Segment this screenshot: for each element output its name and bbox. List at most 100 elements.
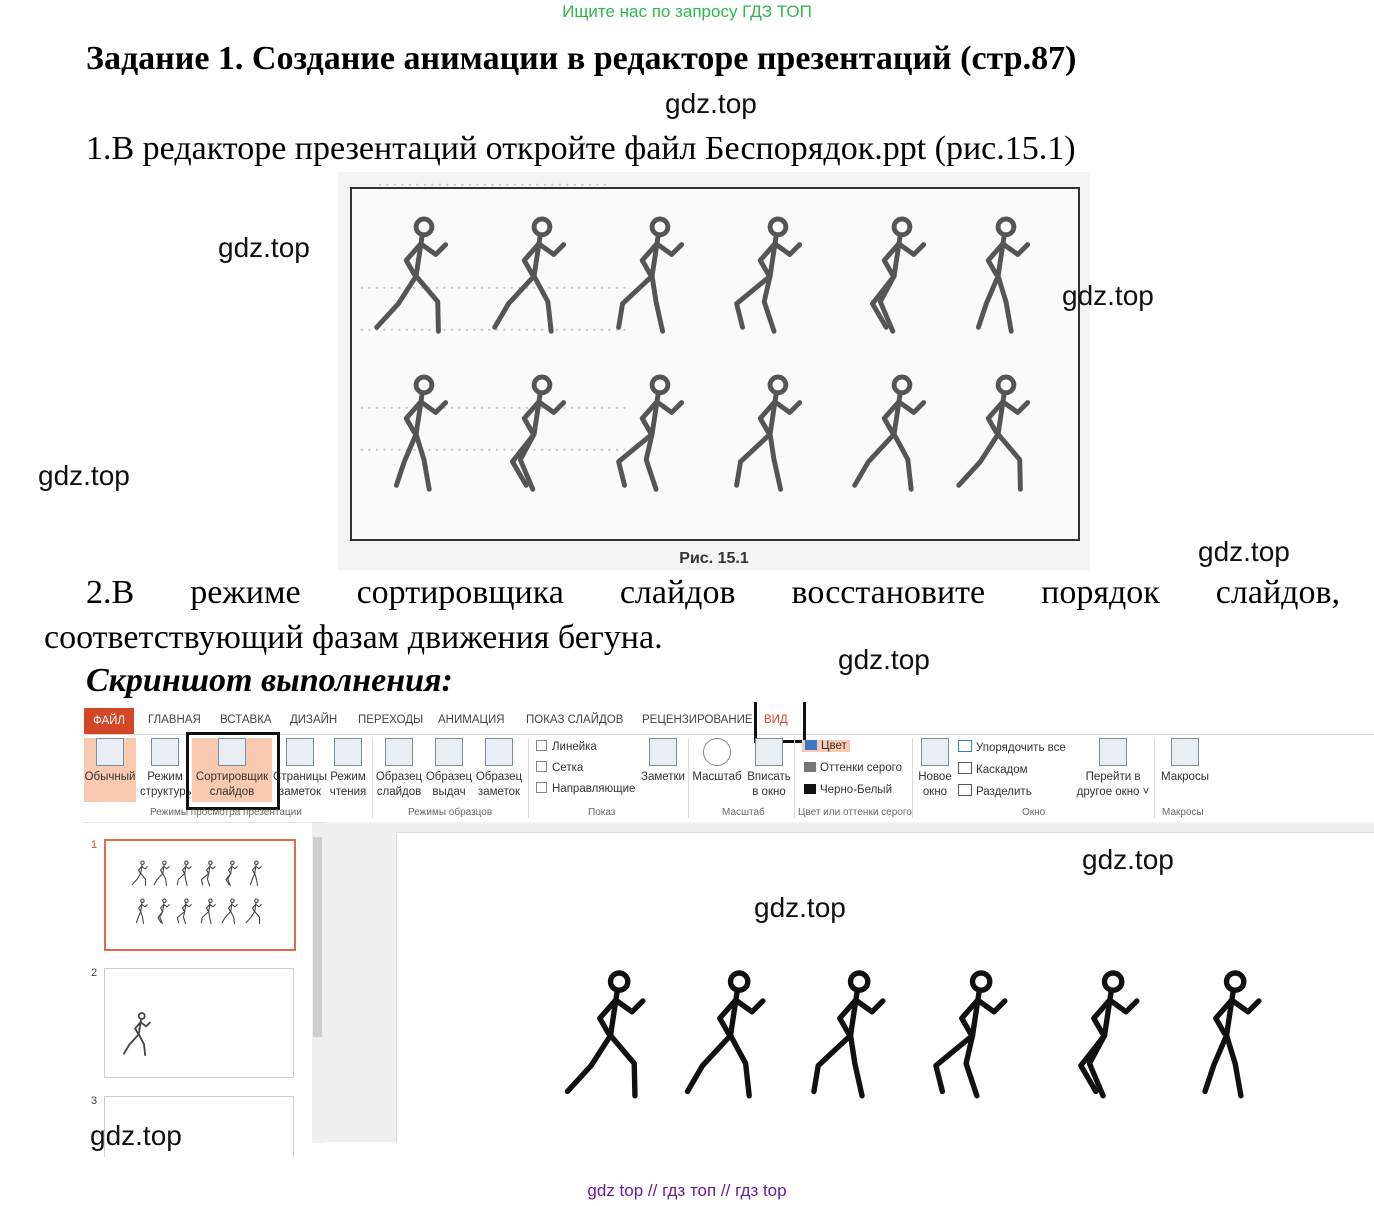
group-separator bbox=[528, 738, 529, 818]
notes-page-button[interactable]: Страницы заметок bbox=[272, 738, 328, 802]
arrange-all-button[interactable]: Упорядочить все bbox=[958, 740, 1066, 754]
normal-view-icon bbox=[96, 738, 124, 766]
slide-runners-illustration bbox=[564, 970, 1262, 1099]
grid-checkbox[interactable]: Сетка bbox=[536, 761, 583, 774]
scrollbar-thumb[interactable] bbox=[313, 837, 322, 1037]
runner-figure bbox=[249, 860, 262, 887]
slide-sorter-button[interactable]: Сортировщик слайдов bbox=[192, 738, 272, 802]
group-label-show: Показ bbox=[588, 807, 616, 818]
step-2-line-1: 2.В режиме сортировщика слайдов восстано… bbox=[86, 574, 1340, 611]
switch-window-button[interactable]: Перейти в другое окно ˅ bbox=[1072, 738, 1154, 802]
tab-animation[interactable]: АНИМАЦИЯ bbox=[438, 714, 505, 726]
bw-mode-button[interactable]: Черно-Белый bbox=[804, 784, 892, 796]
switch-window-icon bbox=[1099, 738, 1127, 766]
ruler-checkbox[interactable]: Линейка bbox=[536, 740, 597, 753]
runner-figure bbox=[975, 216, 1031, 334]
runner-figure bbox=[734, 216, 803, 334]
slide-sorter-highlight bbox=[186, 732, 280, 810]
figure-frame: . . . . . . . . . . . . . . . . . . . . … bbox=[350, 187, 1080, 541]
runner-figure bbox=[245, 898, 262, 925]
runner-figure bbox=[123, 1012, 151, 1057]
normal-view-button[interactable]: Обычный bbox=[84, 738, 136, 802]
tab-insert[interactable]: ВСТАВКА bbox=[220, 714, 272, 726]
runner-figure bbox=[734, 374, 803, 492]
watermark: gdz.top bbox=[754, 892, 846, 923]
outline-view-button[interactable]: Режим структуры bbox=[140, 738, 194, 802]
watermark: gdz.top bbox=[838, 644, 930, 675]
tab-review[interactable]: РЕЦЕНЗИРОВАНИЕ bbox=[642, 714, 753, 726]
top-search-hint[interactable]: Ищите нас по запросу ГДЗ ТОП bbox=[562, 2, 812, 21]
slide-thumbnail-1[interactable] bbox=[104, 839, 296, 951]
tab-view[interactable]: ВИД bbox=[764, 714, 788, 726]
group-label-color: Цвет или оттенки серого bbox=[798, 807, 912, 818]
guides-checkbox[interactable]: Направляющие bbox=[536, 782, 635, 795]
tab-design[interactable]: ДИЗАЙН bbox=[290, 714, 338, 726]
group-label-macros: Макросы bbox=[1162, 807, 1204, 818]
screenshot-label: Скриншот выполнения: bbox=[86, 662, 453, 699]
runner-figure bbox=[200, 860, 216, 887]
grayscale-mode-button[interactable]: Оттенки серого bbox=[804, 762, 902, 774]
runner-figure bbox=[492, 216, 567, 334]
slide-thumbnail-3[interactable] bbox=[104, 1096, 294, 1157]
cascade-icon bbox=[958, 762, 972, 774]
tab-transitions[interactable]: ПЕРЕХОДЫ bbox=[358, 714, 424, 726]
reading-view-button[interactable]: Режим чтения bbox=[326, 738, 370, 802]
step-2-line-2: соответствующий фазам движения бегуна. bbox=[44, 619, 663, 656]
new-window-icon bbox=[921, 738, 949, 766]
runner-figure bbox=[157, 898, 170, 925]
runner-figure bbox=[811, 970, 886, 1099]
notes-master-button[interactable]: Образец заметок bbox=[474, 738, 524, 802]
notes-master-icon bbox=[485, 738, 513, 766]
magnifier-icon bbox=[703, 738, 731, 766]
runner-figure bbox=[852, 374, 927, 492]
macros-icon bbox=[1171, 738, 1199, 766]
slide-thumbnails-panel: 1 2 3 bbox=[84, 822, 324, 1157]
group-separator bbox=[372, 738, 373, 818]
split-icon bbox=[958, 784, 972, 796]
slide-thumbnail-2[interactable] bbox=[104, 968, 294, 1078]
notes-icon bbox=[649, 738, 677, 766]
group-label-views: Режимы просмотра презентации bbox=[150, 807, 302, 818]
current-slide[interactable] bbox=[396, 832, 1374, 1143]
notes-page-icon bbox=[286, 738, 314, 766]
zoom-button[interactable]: Масштаб bbox=[692, 738, 742, 802]
tab-file[interactable]: ФАЙЛ bbox=[84, 708, 134, 734]
handout-master-icon bbox=[435, 738, 463, 766]
color-mode-button[interactable]: Цвет bbox=[802, 740, 850, 752]
runner-figure bbox=[956, 374, 1031, 492]
cascade-button[interactable]: Каскадом bbox=[958, 762, 1028, 776]
runner-figure bbox=[153, 860, 170, 887]
slide-1-runners-preview bbox=[131, 860, 262, 925]
tab-home[interactable]: ГЛАВНАЯ bbox=[148, 714, 201, 726]
tab-slideshow[interactable]: ПОКАЗ СЛАЙДОВ bbox=[526, 714, 624, 726]
macros-button[interactable]: Макросы bbox=[1158, 738, 1212, 802]
task-heading: Задание 1. Создание анимации в редакторе… bbox=[86, 40, 1077, 77]
notes-button[interactable]: Заметки bbox=[640, 738, 686, 802]
runner-figure bbox=[131, 860, 148, 887]
watermark: gdz.top bbox=[1198, 536, 1290, 567]
slide-2-runner-preview bbox=[123, 1012, 151, 1057]
runner-figure bbox=[135, 898, 148, 925]
watermark: gdz.top bbox=[38, 460, 130, 491]
group-separator bbox=[794, 738, 795, 818]
handout-master-button[interactable]: Образец выдач bbox=[424, 738, 474, 802]
runner-figure bbox=[393, 374, 449, 492]
group-label-zoom: Масштаб bbox=[722, 807, 765, 818]
new-window-button[interactable]: Новое окно bbox=[914, 738, 956, 802]
color-swatch-icon bbox=[805, 740, 817, 750]
split-button[interactable]: Разделить bbox=[958, 784, 1032, 798]
fit-window-icon bbox=[755, 738, 783, 766]
fit-to-window-button[interactable]: Вписать в окно bbox=[744, 738, 794, 802]
slide-master-button[interactable]: Образец слайдов bbox=[374, 738, 424, 802]
ribbon-tabs: ФАЙЛ ГЛАВНАЯ ВСТАВКА ДИЗАЙН ПЕРЕХОДЫ АНИ… bbox=[84, 702, 1374, 743]
step-1-text: 1.В редакторе презентаций откройте файл … bbox=[86, 130, 1076, 167]
watermark: gdz.top bbox=[665, 88, 757, 119]
runner-figure bbox=[374, 216, 449, 334]
runner-phases-illustration bbox=[374, 216, 1031, 492]
figure-15-1: . . . . . . . . . . . . . . . . . . . . … bbox=[338, 172, 1090, 570]
watermark: gdz.top bbox=[1082, 844, 1174, 875]
thumbnails-scrollbar[interactable] bbox=[312, 823, 324, 1143]
footer-links[interactable]: gdz top // гдз топ // гдз top bbox=[587, 1181, 787, 1200]
runner-figure bbox=[176, 860, 192, 887]
group-separator bbox=[688, 738, 689, 818]
